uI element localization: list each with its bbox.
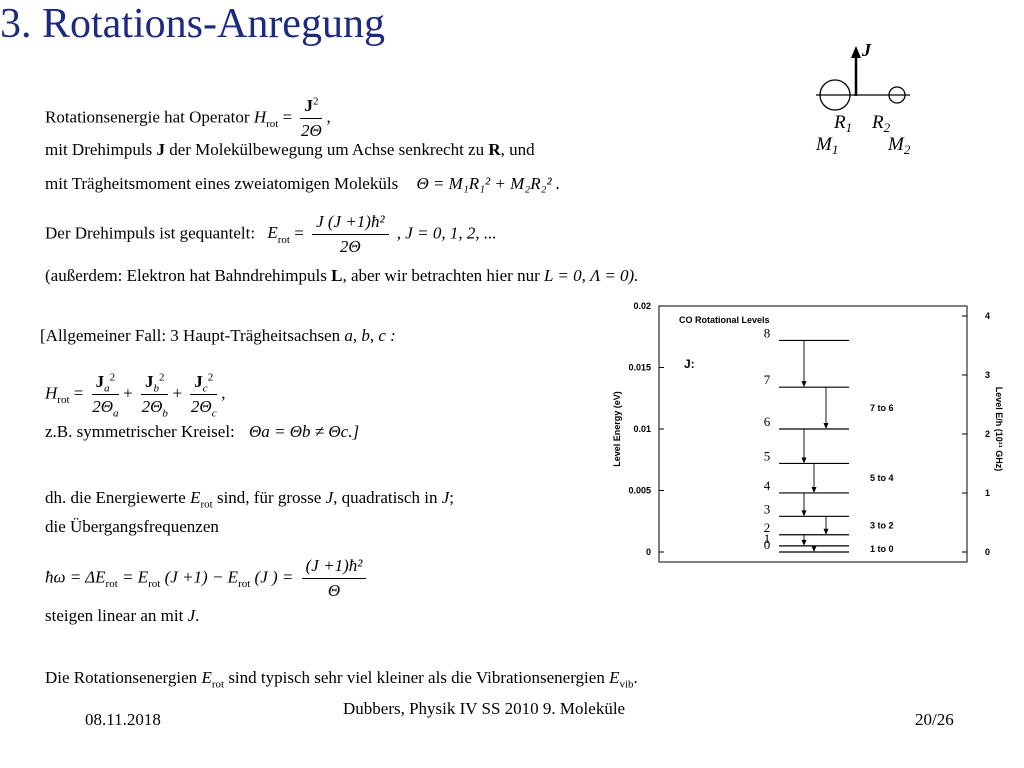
molecule-diagram: J R1 R2 M1 M2 [815, 40, 911, 157]
chart-title: CO Rotational Levels [679, 315, 770, 325]
footer-date: 08.11.2018 [85, 710, 161, 729]
eq-sign: = [282, 107, 293, 127]
transition-arrowhead [801, 539, 807, 546]
level-j-label: 8 [764, 325, 771, 340]
y-tick-label: 0.02 [633, 301, 651, 311]
line-comparison: Die Rotationsenergien Erot sind typisch … [45, 668, 638, 691]
transition-arrowhead [801, 457, 807, 464]
y-right-tick-label: 0 [985, 547, 990, 557]
footer-page-number: 20/26 [915, 710, 954, 729]
y-right-tick-label: 2 [985, 429, 990, 439]
line-moment-of-inertia: mit Trägheitsmoment eines zweiatomigen M… [45, 174, 561, 193]
level-j-label: 4 [764, 478, 771, 493]
page-title: 3. Rotations-Anregung [0, 1, 385, 47]
r2-label: R2 [871, 112, 891, 135]
level-j-label: 2 [764, 520, 771, 535]
formula-theta: Θ = M₁R₁² + M₂R₂² . [416, 174, 561, 193]
y-right-tick-label: 1 [985, 488, 990, 498]
sub-rot: rot [266, 117, 279, 130]
transition-label: 1 to 0 [870, 544, 894, 554]
transition-arrowhead [811, 546, 817, 552]
y-tick-label: 0.005 [628, 486, 651, 496]
y-right-axis-label: Level E/h (10¹¹ GHz) [994, 387, 1004, 472]
level-j-label: 5 [764, 448, 771, 463]
y-tick-label: 0 [646, 547, 651, 557]
y-tick-label: 0.01 [633, 424, 651, 434]
transition-arrowhead [823, 528, 829, 535]
y-right-tick-label: 3 [985, 370, 990, 380]
level-j-label: 7 [764, 372, 771, 387]
line-symmetric-top: z.B. symmetrischer Kreisel: Θa = Θb ≠ Θc… [45, 422, 360, 441]
symbol-R: R [488, 140, 501, 159]
line-quantized: Der Drehimpuls ist gequantelt: Erot = J … [45, 212, 497, 257]
transition-arrowhead [801, 510, 807, 517]
symbol-H: H [253, 107, 267, 127]
level-j-label: 0 [764, 537, 771, 552]
transition-arrowhead [801, 381, 807, 388]
line-general-case: [Allgemeiner Fall: 3 Haupt-Trägheitsachs… [40, 326, 396, 345]
angular-momentum-arrowhead [851, 46, 861, 58]
m1-label: M1 [815, 134, 838, 157]
transition-arrowhead [811, 486, 817, 493]
symbol-J: J [156, 140, 165, 159]
text-l1: Rotationsenergie hat Operator [45, 107, 250, 127]
footer-course: Dubbers, Physik IV SS 2010 9. Moleküle [343, 699, 626, 718]
level-j-label: 1 [764, 531, 771, 546]
line-energy-values: dh. die Energiewerte Erot sind, für gros… [45, 488, 454, 511]
j-column-label: J: [684, 357, 695, 371]
line-hbar-omega: ħω = ΔErot = Erot (J +1) − Erot (J ) = (… [45, 556, 370, 601]
y-axis-label: Level Energy (eV) [612, 391, 622, 467]
level-j-label: 6 [764, 414, 771, 429]
transition-label: 5 to 4 [870, 473, 894, 483]
line-electron: (außerdem: Elektron hat Bahndrehimpuls L… [45, 266, 639, 285]
j-label: J [861, 40, 872, 60]
line-transition-freq: die Übergangsfrequenzen [45, 517, 219, 536]
line-angular-momentum: mit Drehimpuls J der Molekülbewegung um … [45, 140, 535, 159]
transition-arrowhead [823, 423, 829, 429]
m2-label: M2 [887, 134, 911, 157]
level-j-label: 3 [764, 501, 771, 516]
transition-label: 3 to 2 [870, 521, 894, 531]
line-linear: steigen linear an mit J. [45, 606, 200, 625]
y-tick-label: 0.015 [628, 363, 651, 373]
transition-label: 7 to 6 [870, 403, 894, 413]
r1-label: R1 [833, 112, 852, 135]
y-right-tick-label: 4 [985, 311, 990, 321]
